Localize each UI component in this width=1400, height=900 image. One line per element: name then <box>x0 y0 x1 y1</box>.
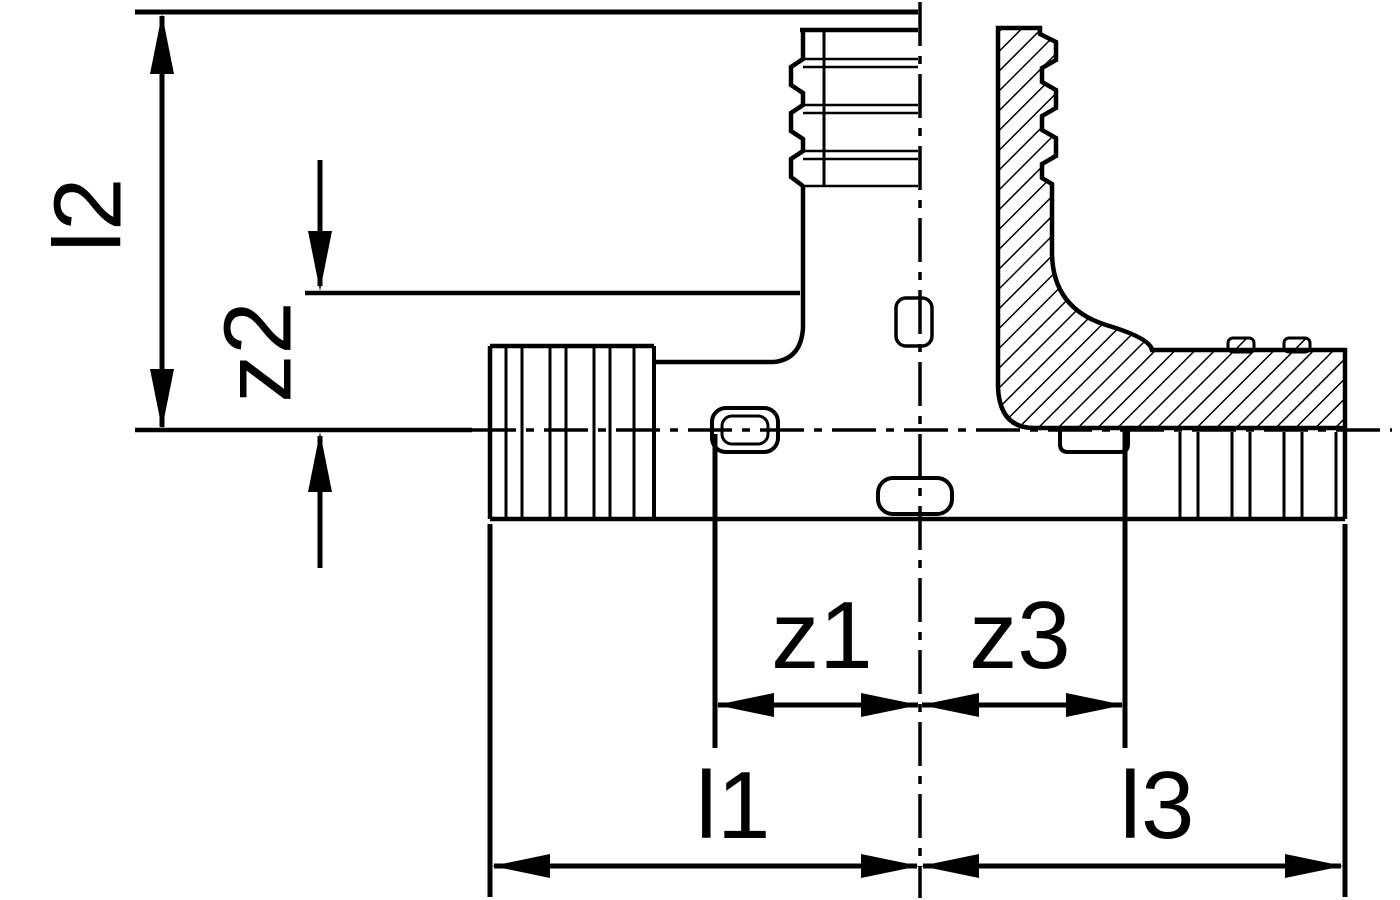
press-indicator-window-bottom <box>876 476 954 516</box>
arrowhead-right <box>1066 693 1124 717</box>
arrowhead-left <box>921 854 979 878</box>
arrowhead-left <box>921 693 979 717</box>
arrowhead-right <box>861 854 919 878</box>
arrowhead-up <box>150 14 174 74</box>
right-press-socket <box>1178 428 1348 519</box>
dimension-l3 <box>921 854 1343 878</box>
press-indicator-window-right <box>1058 430 1130 454</box>
dimension-label-l3: l3 <box>1120 752 1195 859</box>
arrowhead-right <box>861 693 919 717</box>
arrowhead-left <box>716 693 774 717</box>
dimension-label-z3: z3 <box>969 582 1070 689</box>
dimension-z3 <box>921 693 1124 717</box>
arrowhead-up <box>308 432 332 492</box>
arrowhead-down <box>308 231 332 291</box>
branch-indicator-window <box>894 296 934 348</box>
left-press-socket <box>487 343 656 519</box>
dimension-label-z2: z2 <box>205 301 312 402</box>
centerlines <box>472 2 1392 898</box>
dimension-label-z1: z1 <box>771 582 872 689</box>
branch-press-socket <box>773 27 918 365</box>
section-wall <box>995 25 1348 431</box>
hatched-cross-section <box>995 25 1348 431</box>
dimension-z1 <box>716 693 919 717</box>
extension-lines <box>135 9 1348 897</box>
dimension-z2 <box>308 160 332 568</box>
sleeve-ridge-1 <box>1226 336 1256 354</box>
arrowhead-left <box>492 854 550 878</box>
arrowhead-down <box>150 369 174 429</box>
dimension-label-l1: l1 <box>696 752 771 859</box>
dimension-l2 <box>150 14 174 429</box>
fitting-body <box>490 296 1345 522</box>
dimension-label-l2: l2 <box>35 178 142 253</box>
sleeve-ridge-2 <box>1282 336 1312 354</box>
dimension-l1 <box>492 854 919 878</box>
arrowhead-right <box>1285 854 1343 878</box>
